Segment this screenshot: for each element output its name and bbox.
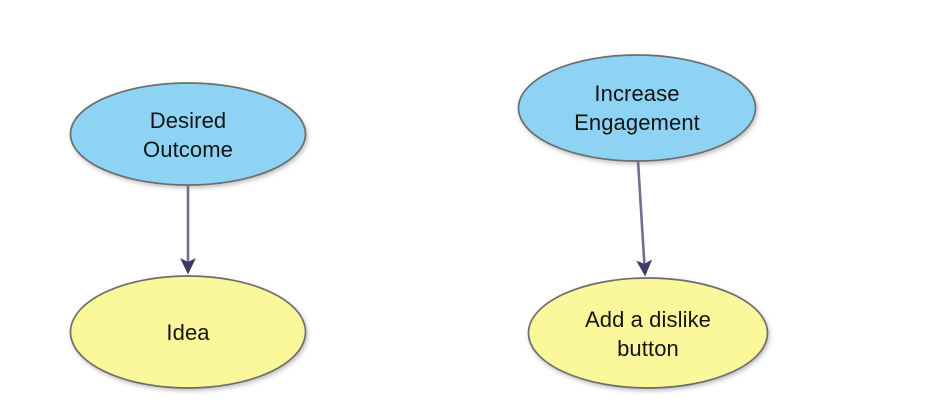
edge-engagement-to-dislike — [636, 160, 653, 277]
node-desired-outcome[interactable] — [69, 82, 307, 186]
node-idea[interactable] — [69, 275, 307, 389]
node-add-dislike-button[interactable] — [527, 277, 769, 389]
node-increase-engagement[interactable] — [517, 54, 757, 162]
